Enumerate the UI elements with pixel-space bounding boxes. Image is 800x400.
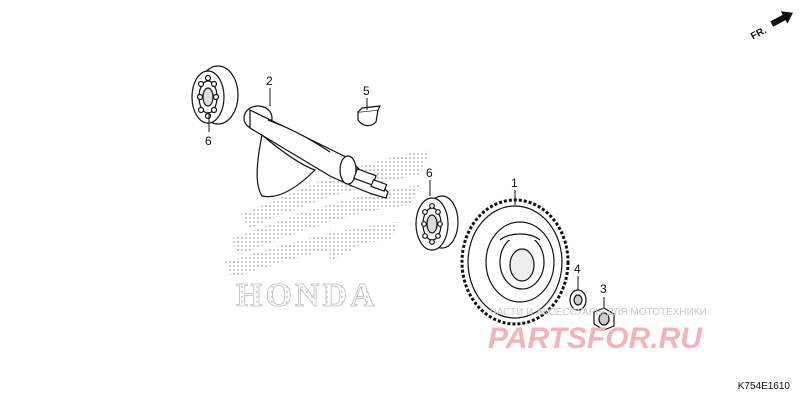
nut-3[interactable] [593,307,615,331]
bearing-6-lower[interactable] [415,195,459,251]
balancer-gear-1[interactable] [460,198,570,326]
diagram-code: K754E1610 [737,381,790,392]
front-direction-label: FR. [749,25,769,42]
callout-6-upper[interactable]: 6 [205,134,212,148]
callout-1[interactable]: 1 [511,176,518,190]
shop-logo-watermark: PARTSFOR.RU [488,322,703,355]
honda-text-watermark: HONDA [236,277,378,314]
callout-6-lower[interactable]: 6 [426,166,433,180]
shop-tagline-watermark: ЧАСТИ И АКСЕССУАРЫ ДЛЯ МОТОТЕХНИКИ [490,307,707,318]
honda-wing-watermark [225,150,430,278]
woodruff-key-5[interactable] [357,105,382,127]
callout-5[interactable]: 5 [363,84,370,98]
bearing-6-upper[interactable] [191,65,239,125]
leader-lines [208,88,605,308]
front-arrow-icon [770,11,793,27]
callout-3[interactable]: 3 [600,282,607,296]
balancer-shaft-2[interactable] [243,105,389,199]
front-direction-indicator: FR. [749,11,793,42]
callout-2[interactable]: 2 [266,74,273,88]
callout-4[interactable]: 4 [574,262,581,276]
